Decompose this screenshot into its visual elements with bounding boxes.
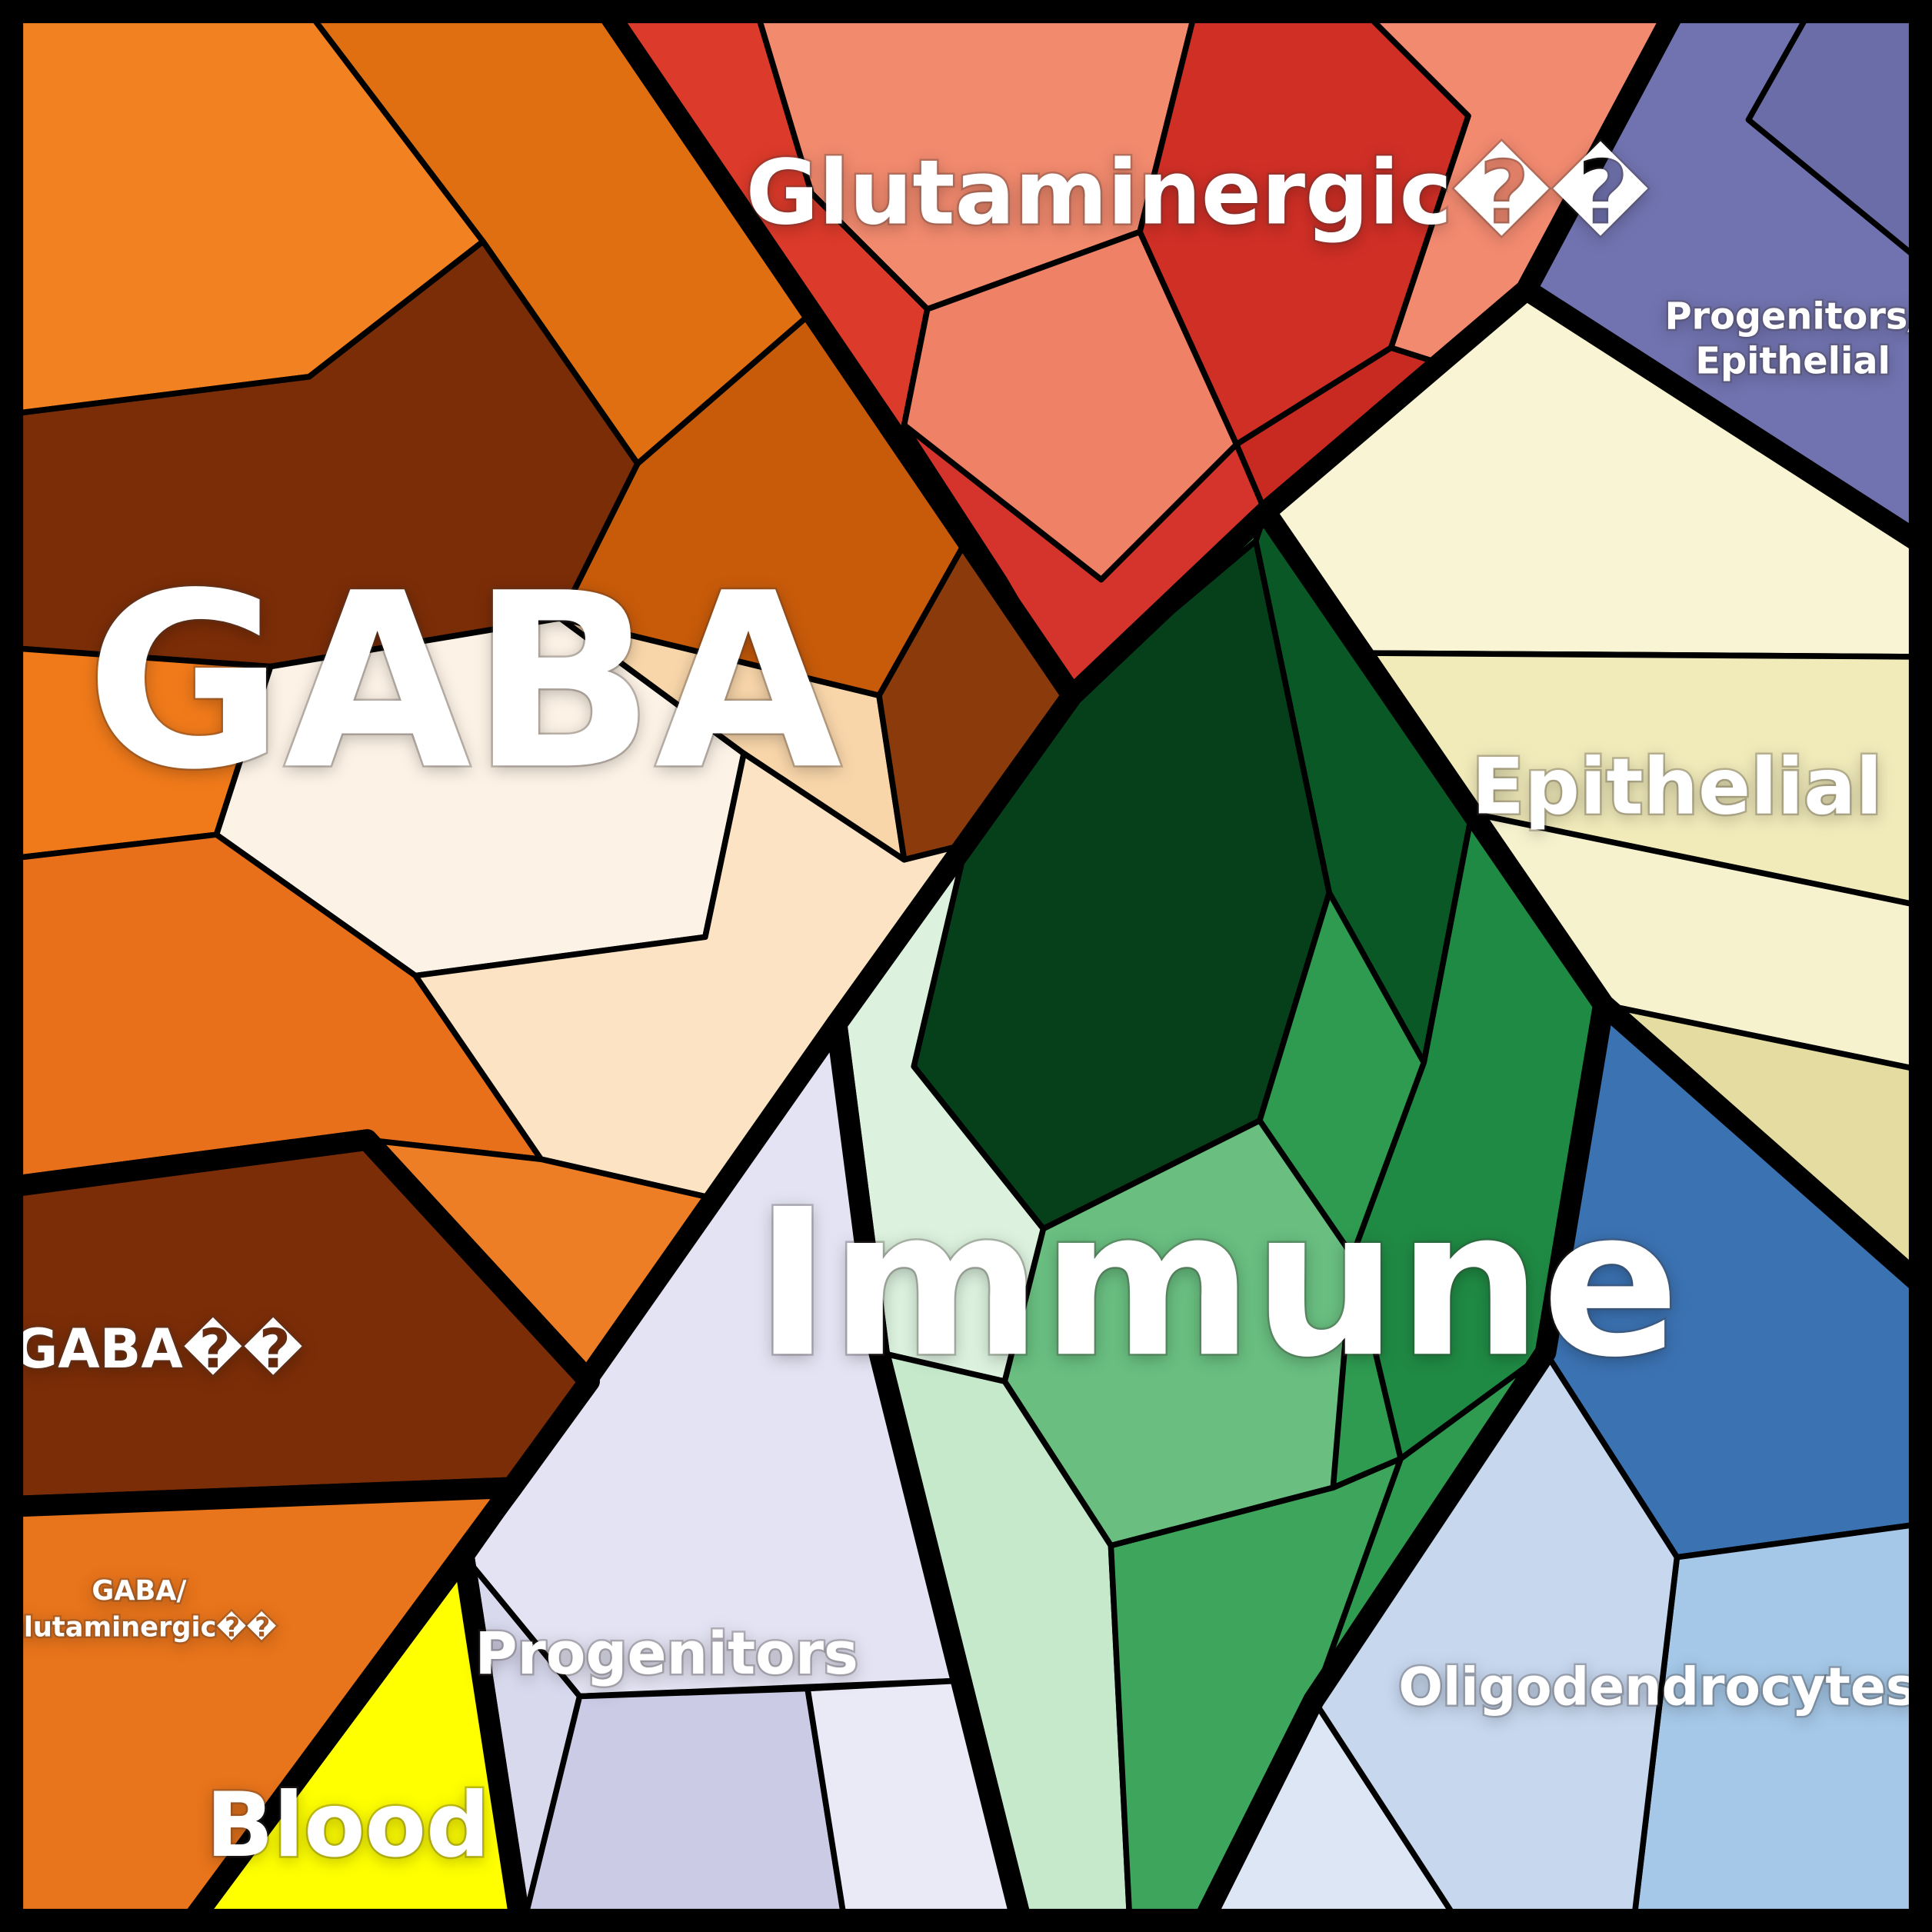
oligodendrocytes-cell-1 xyxy=(1629,1519,1932,1932)
label-gaba-unknown: GABA�� xyxy=(14,1317,304,1381)
gaba-glutaminergic-unknown-base-area xyxy=(0,1487,512,1932)
region-gaba-glutaminergic-unknown xyxy=(0,1477,523,1932)
label-epithelial: Epithelial xyxy=(1472,741,1883,831)
gaba-unknown-outline xyxy=(0,1129,600,1518)
region-gaba-unknown xyxy=(0,1129,600,1518)
label-glutaminergic: Glutaminergic�� xyxy=(746,141,1651,245)
label-progenitors-epithelial-line2: Epithelial xyxy=(1695,340,1890,382)
glutaminergic-cell-2 xyxy=(901,228,1240,583)
blood-base-area xyxy=(183,1555,522,1932)
region-oligodendrocytes xyxy=(1187,994,1932,1932)
label-progenitors: Progenitors xyxy=(475,1620,858,1687)
progenitors-epithelial-outline xyxy=(1515,0,1932,561)
progenitors-cell-1 xyxy=(518,1685,850,1932)
label-immune: Immune xyxy=(754,1166,1679,1402)
region-progenitors xyxy=(453,1013,1035,1932)
label-blood: Blood xyxy=(206,1774,490,1877)
label-progenitors-epithelial: Progenitors/ xyxy=(1665,295,1922,338)
progenitors-epithelial-cell-0 xyxy=(1745,0,1932,274)
label-oligodendrocytes: Oligodendrocytes xyxy=(1398,1657,1917,1717)
oligodendrocytes-outline xyxy=(1187,994,1932,1932)
region-immune xyxy=(825,501,1614,1932)
region-glutaminergic xyxy=(588,0,1692,707)
region-gaba xyxy=(0,0,1083,1392)
label-gaba: GABA xyxy=(85,542,843,823)
label-gaba-glutaminergic-unknown: GABA/ xyxy=(92,1575,186,1607)
label-gaba-glutaminergic-unknown-line2: Glutaminergic�� xyxy=(2,1611,277,1644)
gaba-glutaminergic-unknown-outline xyxy=(0,1477,523,1932)
region-progenitors-epithelial xyxy=(1515,0,1932,561)
